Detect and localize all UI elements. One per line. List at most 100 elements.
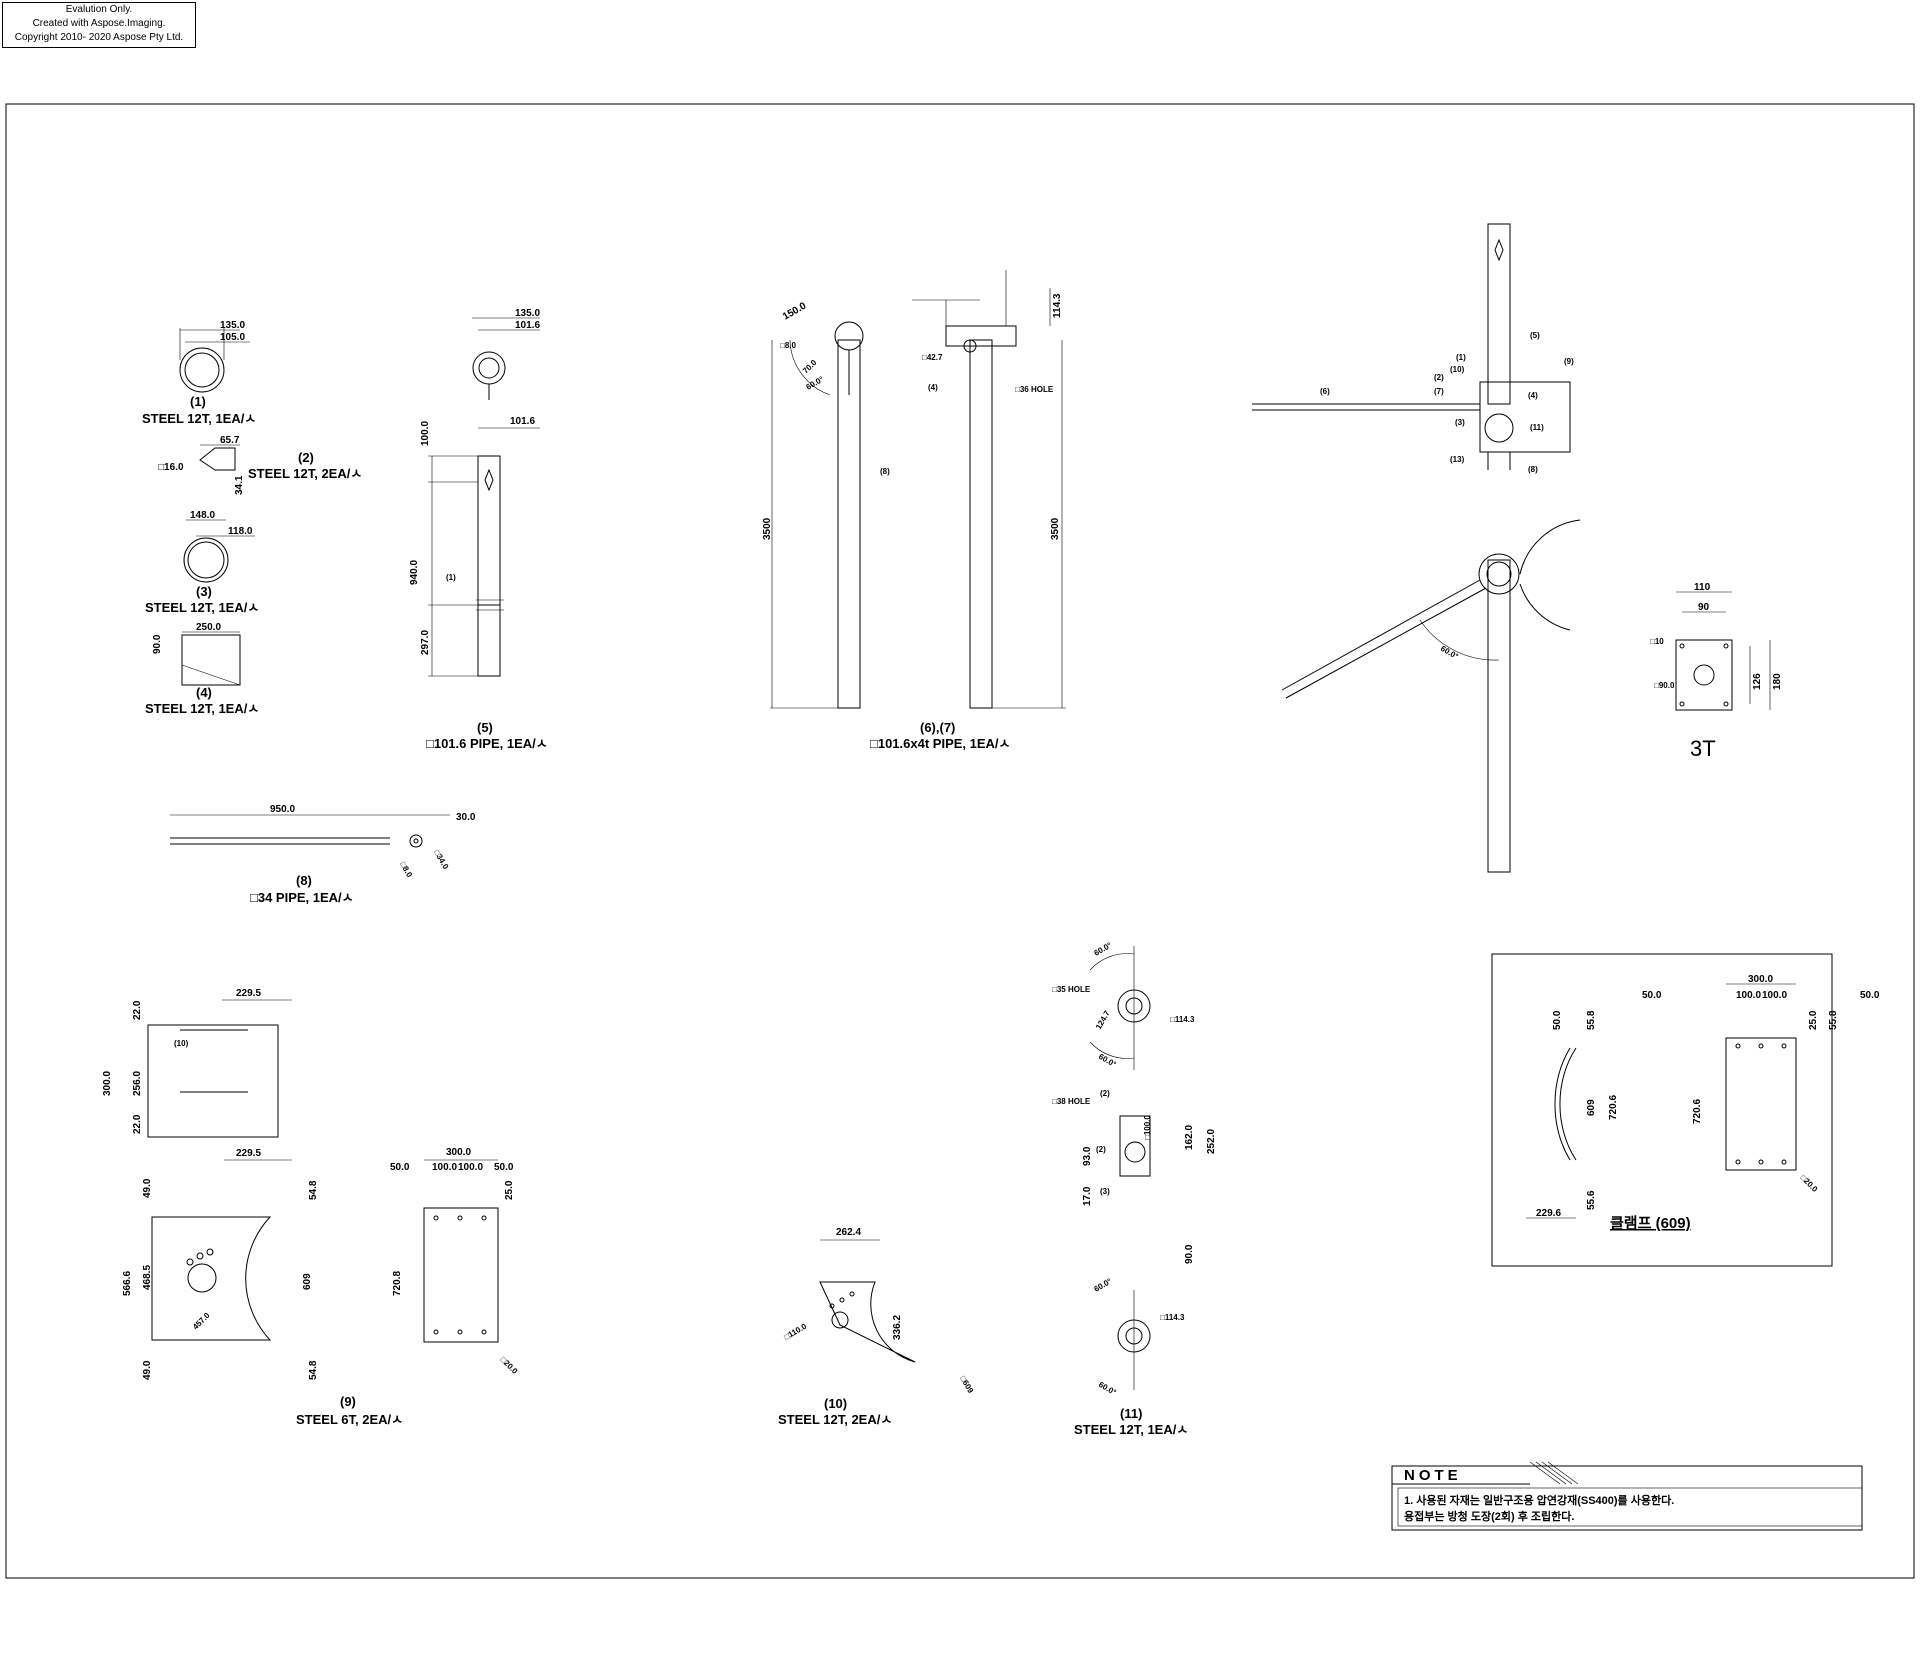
part-11-ref-2a: (2)	[1100, 1089, 1110, 1098]
clamp-title: 클램프 (609)	[1610, 1214, 1691, 1232]
part-4-wedge: 250.0 90.0 (4) STEEL 12T, 1EA/ㅅ	[145, 622, 259, 716]
part-2-hole: □16.0	[158, 462, 184, 473]
plate-3t-w1: 110	[1694, 582, 1711, 593]
part-6-7-number: (6),(7)	[920, 720, 955, 735]
assembly-ref-10: (10)	[1450, 365, 1465, 374]
part-6-angle: 60.0°	[805, 375, 826, 392]
part-4-spec: STEEL 12T, 1EA/ㅅ	[145, 701, 259, 716]
assembly-ref-13: (13)	[1450, 455, 1465, 464]
part-9-f: 457.0	[191, 1311, 212, 1332]
clamp-s3: 100.0	[1762, 990, 1787, 1001]
part-9-s5: 25.0	[504, 1180, 515, 1200]
assembly-ref-5: (5)	[1530, 331, 1540, 340]
part-10-width: 262.4	[836, 1227, 861, 1238]
part-5-h3: 297.0	[420, 630, 431, 655]
part-11-dd: □100.0	[1143, 1115, 1152, 1140]
assembly-ref-7: (7)	[1434, 387, 1444, 396]
clamp-609-detail: 50.0 55.8 609 720.6 55.6 229.6 300.0 50.…	[1491, 953, 1880, 1267]
part-5-width: 101.6	[510, 416, 535, 427]
part-10-plate: 262.4 □110.0 336.2 □609 (10) STEEL 12T, …	[778, 1227, 975, 1427]
part-1-outer-dim: 135.0	[220, 320, 245, 331]
note-line-2: 용접부는 방청 도장(2회) 후 조립한다.	[1404, 1509, 1574, 1523]
part-7-dim-5: □42.7	[922, 353, 943, 362]
clamp-c: 609	[1586, 1099, 1597, 1116]
evaluation-watermark: Evalution Only. Created with Aspose.Imag…	[2, 2, 196, 48]
assembly-ref-8: (8)	[1528, 465, 1538, 474]
part-9-h-bot: 22.0	[132, 1114, 143, 1134]
part-5-spec: □101.6 PIPE, 1EA/ㅅ	[426, 736, 548, 751]
part-11-e: 162.0	[1184, 1125, 1195, 1150]
part-9-hole: □20.0	[499, 1355, 520, 1376]
part-9-d: 468.5	[142, 1265, 153, 1290]
part-9-s3: 100.0	[458, 1162, 483, 1173]
part-6-7-spec: □101.6x4t PIPE, 1EA/ㅅ	[870, 736, 1011, 751]
part-4-number: (4)	[196, 685, 212, 700]
part-9-h-top: 22.0	[132, 1000, 143, 1020]
clamp-g: 55.8	[1828, 1010, 1839, 1030]
part-9-b: 54.8	[308, 1180, 319, 1200]
part-9-spec: STEEL 6T, 2EA/ㅅ	[296, 1412, 403, 1427]
part-9-bracket: 229.5 22.0 256.0 300.0 22.0 (10) 229.5 4…	[102, 988, 520, 1427]
part-9-number: (9)	[340, 1394, 356, 1409]
part-11-h1: 93.0	[1082, 1146, 1093, 1166]
note-block: NOTE 1. 사용된 자재는 일반구조용 압연강재(SS400)를 사용한다.…	[1391, 1461, 1863, 1531]
plate-3t-label: 3T	[1690, 736, 1716, 761]
clamp-s1: 50.0	[1642, 990, 1662, 1001]
clamp-h: 55.6	[1586, 1190, 1597, 1210]
assembly-top-view: (1) (10) (2) (7) (3) (5) (13) (9) (4) (6…	[1252, 223, 1574, 474]
part-6-7-poles: 3500 150.0 □8.0 70.0 60.0° (8) 114.3 □42…	[762, 270, 1066, 751]
part-6-len: 3500	[762, 517, 773, 540]
part-4-len: 250.0	[196, 622, 221, 633]
part-11-ang-3: 60.0°	[1093, 1277, 1114, 1294]
note-title: NOTE	[1404, 1467, 1462, 1484]
part-6-dim-1: 150.0	[781, 300, 809, 322]
part-11-r: 124.7	[1094, 1009, 1112, 1031]
plate-3t-h1: 126	[1752, 673, 1763, 690]
part-11-flange: 60.0° 60.0° □114.3 □35 HOLE 124.7 □38 HO…	[1052, 941, 1217, 1437]
clamp-s4: 50.0	[1860, 990, 1880, 1001]
part-8-spec: □34 PIPE, 1EA/ㅅ	[250, 890, 354, 905]
part-7-pipe-dim: 114.3	[1052, 293, 1063, 318]
part-9-top: 300.0	[446, 1147, 471, 1158]
part-3-spec: STEEL 12T, 1EA/ㅅ	[145, 600, 259, 615]
assembly-ref-11: (11)	[1530, 423, 1544, 432]
part-2-bracket: 65.7 34.1 □16.0 (2) STEEL 12T, 2EA/ㅅ	[158, 435, 362, 495]
part-10-r: 336.2	[892, 1315, 903, 1340]
part-6-dim-2: □8.0	[780, 341, 797, 350]
part-1-ring: 135.0 105.0 (1) STEEL 12T, 1EA/ㅅ	[142, 320, 256, 426]
part-11-ang-4: 60.0°	[1097, 1380, 1118, 1397]
clamp-d: 720.6	[1608, 1095, 1619, 1120]
assembly-ref-4: (4)	[1528, 391, 1538, 400]
part-7-hole: □36 HOLE	[1015, 385, 1054, 394]
part-5-h2: 940.0	[409, 560, 420, 585]
part-11-ref-2b: (2)	[1096, 1145, 1106, 1154]
part-4-height: 90.0	[152, 634, 163, 654]
part-3-ring: 148.0 118.0 (3) STEEL 12T, 1EA/ㅅ	[145, 510, 259, 615]
part-11-ang-1: 60.0°	[1093, 941, 1114, 958]
part-2-number: (2)	[298, 450, 314, 465]
part-11-hole-2: □38 HOLE	[1052, 1097, 1091, 1106]
plate-3t-bore: □90.0	[1654, 681, 1675, 690]
assembly-ref-9: (9)	[1564, 357, 1574, 366]
part-7-len: 3500	[1050, 517, 1061, 540]
part-2-dim-b: 34.1	[234, 475, 245, 495]
part-5-pipe: 135.0 101.6 101.6 100.0 940.0 297.0 (1) …	[409, 308, 548, 751]
part-9-s1: 50.0	[390, 1162, 410, 1173]
part-8-len: 950.0	[270, 804, 295, 815]
part-1-inner-dim: 105.0	[220, 332, 245, 343]
assembly-ref-2: (2)	[1434, 373, 1444, 382]
watermark-line-3: Copyright 2010- 2020 Aspose Pty Ltd.	[14, 32, 184, 43]
part-8-pipe: 950.0 30.0 □8.0 □34.0 (8) □34 PIPE, 1EA/…	[170, 804, 476, 905]
part-9-top-width: 229.5	[236, 988, 261, 999]
part-9-c: 566.6	[122, 1271, 133, 1296]
part-8-hole: □8.0	[398, 861, 414, 880]
note-line-1: 1. 사용된 자재는 일반구조용 압연강재(SS400)를 사용한다.	[1404, 1493, 1674, 1507]
plate-3t-h2: 180	[1772, 673, 1783, 690]
part-5-number: (5)	[477, 720, 493, 735]
part-11-dia: □114.3	[1170, 1015, 1195, 1024]
clamp-f: 25.0	[1808, 1010, 1819, 1030]
part-8-end: 30.0	[456, 812, 476, 823]
part-5-ref: (1)	[446, 573, 456, 582]
part-2-spec: STEEL 12T, 2EA/ㅅ	[248, 466, 362, 481]
